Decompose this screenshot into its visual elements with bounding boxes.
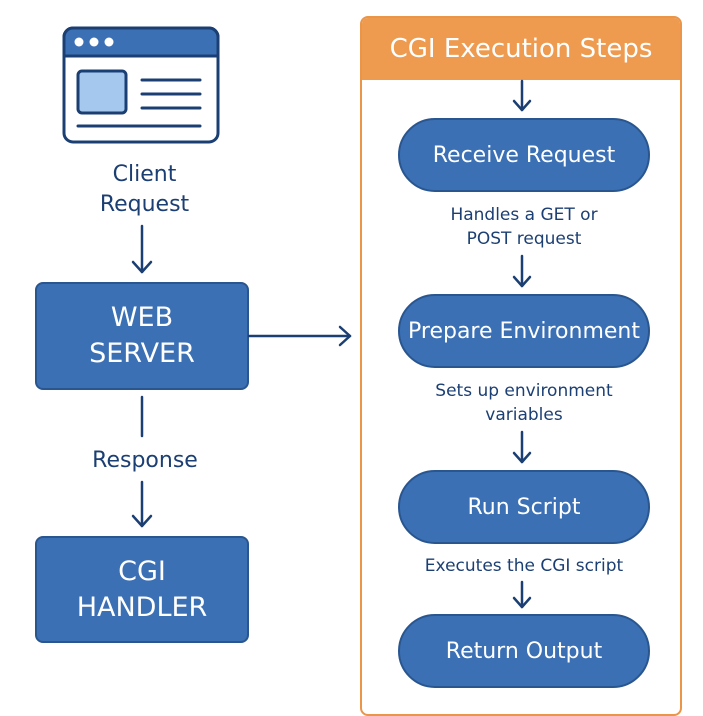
arrow-down-icon — [512, 580, 532, 609]
step-run-script-desc: Executes the CGI script — [424, 556, 624, 576]
cgi-handler-box: CGI HANDLER — [35, 536, 249, 643]
arrow-down-icon — [131, 224, 153, 274]
step-run-script: Run Script — [398, 470, 650, 544]
step-prepare-environment-desc: Sets up environment variables — [435, 381, 613, 425]
arrow-down-icon — [512, 430, 532, 464]
arrow-right-icon — [247, 325, 352, 347]
panel-title: CGI Execution Steps — [362, 18, 680, 80]
client-request-label: Client Request — [99, 162, 190, 217]
arrow-down-icon — [512, 79, 532, 112]
step-return-output: Return Output — [398, 614, 650, 688]
step-receive-request: Receive Request — [398, 118, 650, 192]
browser-window-icon — [62, 26, 220, 144]
response-label: Response — [92, 448, 198, 473]
arrow-down-icon — [131, 480, 153, 528]
web-server-box: WEB SERVER — [35, 282, 249, 390]
arrow-down-icon — [512, 254, 532, 288]
step-receive-request-desc: Handles a GET or POST request — [450, 205, 598, 249]
step-prepare-environment: Prepare Environment — [398, 294, 650, 368]
